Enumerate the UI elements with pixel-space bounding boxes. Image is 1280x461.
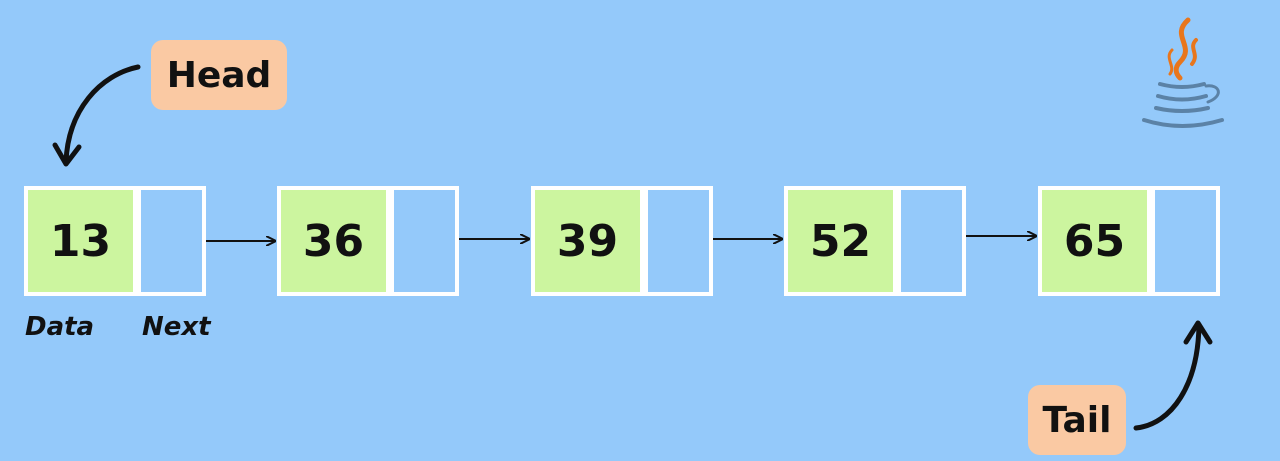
head-pointer-arrow: [52, 64, 141, 167]
next-field-label: Next: [142, 312, 211, 342]
node-next-cell: [644, 186, 713, 296]
node-next-cell: [390, 186, 459, 296]
node-data-cell: 39: [531, 186, 644, 296]
node-data-cell: 36: [277, 186, 390, 296]
java-coffee-cup-icon: [1142, 17, 1224, 128]
node-data-cell: 13: [24, 186, 137, 296]
list-node-5: 65: [1038, 186, 1220, 296]
node-next-cell: [1151, 186, 1220, 296]
list-node-1: 13: [24, 186, 206, 296]
head-tag: Head: [151, 40, 287, 110]
list-node-2: 36: [277, 186, 459, 296]
list-node-4: 52: [784, 186, 966, 296]
tail-tag: Tail: [1028, 385, 1126, 455]
node-next-cell: [137, 186, 206, 296]
tail-pointer-arrow: [1133, 320, 1213, 431]
node-next-cell: [897, 186, 966, 296]
list-node-3: 39: [531, 186, 713, 296]
node-data-cell: 52: [784, 186, 897, 296]
node-data-cell: 65: [1038, 186, 1151, 296]
data-field-label: Data: [25, 312, 95, 342]
